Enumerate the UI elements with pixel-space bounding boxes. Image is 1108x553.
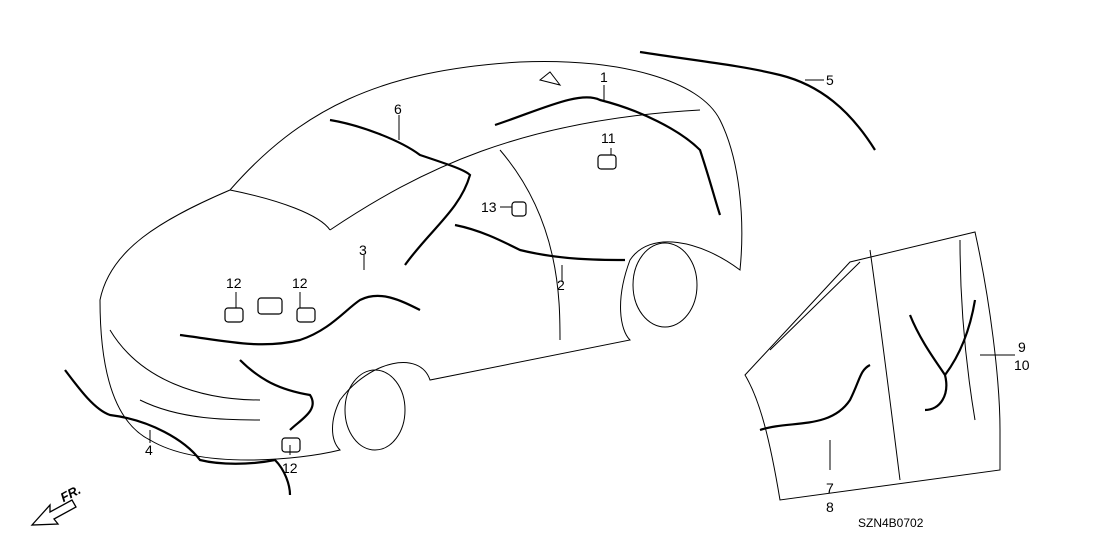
rear-wheel-arch	[632, 242, 698, 328]
harness-7-8	[759, 364, 871, 432]
harness-3	[179, 294, 421, 346]
car-roofline	[229, 109, 701, 231]
roof-antenna	[538, 71, 562, 86]
callout-8: 8	[826, 499, 834, 515]
callout-2: 2	[557, 277, 565, 293]
car-body-outline	[99, 61, 743, 461]
harness-2	[454, 223, 626, 262]
callout-12c: 12	[282, 460, 298, 476]
callout-5: 5	[826, 72, 834, 88]
harness-6	[329, 118, 472, 266]
harness-1	[494, 96, 722, 216]
door-frame-lines	[769, 239, 976, 481]
front-bumper-lower-line	[139, 399, 261, 421]
part-11-connector	[597, 154, 617, 170]
door-outline	[744, 231, 1001, 501]
diagram-code: SZN4B0702	[858, 516, 924, 530]
relay-box	[257, 297, 283, 315]
part-12b-connector	[296, 307, 316, 323]
callout-12b: 12	[292, 275, 308, 291]
harness-9-10	[908, 299, 977, 412]
callout-11: 11	[601, 130, 616, 146]
callout-12a: 12	[226, 275, 242, 291]
part-12c-connector	[281, 437, 301, 453]
callout-6: 6	[394, 101, 402, 117]
front-direction-arrow-icon	[30, 499, 77, 526]
callout-9: 9	[1018, 339, 1026, 355]
harness-engine-branch	[239, 359, 314, 431]
harness-5	[639, 50, 876, 151]
callout-3: 3	[359, 242, 367, 258]
part-13-connector	[511, 201, 527, 217]
harness-4	[64, 369, 292, 496]
front-wheel-arch	[344, 369, 406, 451]
callout-1: 1	[600, 69, 608, 85]
callout-leader-lines	[149, 79, 1015, 470]
callout-4: 4	[145, 442, 153, 458]
callout-13: 13	[481, 199, 497, 215]
part-12a-connector	[224, 307, 244, 323]
callout-7: 7	[826, 480, 834, 496]
callout-10: 10	[1014, 357, 1030, 373]
front-bumper-line	[109, 329, 261, 401]
